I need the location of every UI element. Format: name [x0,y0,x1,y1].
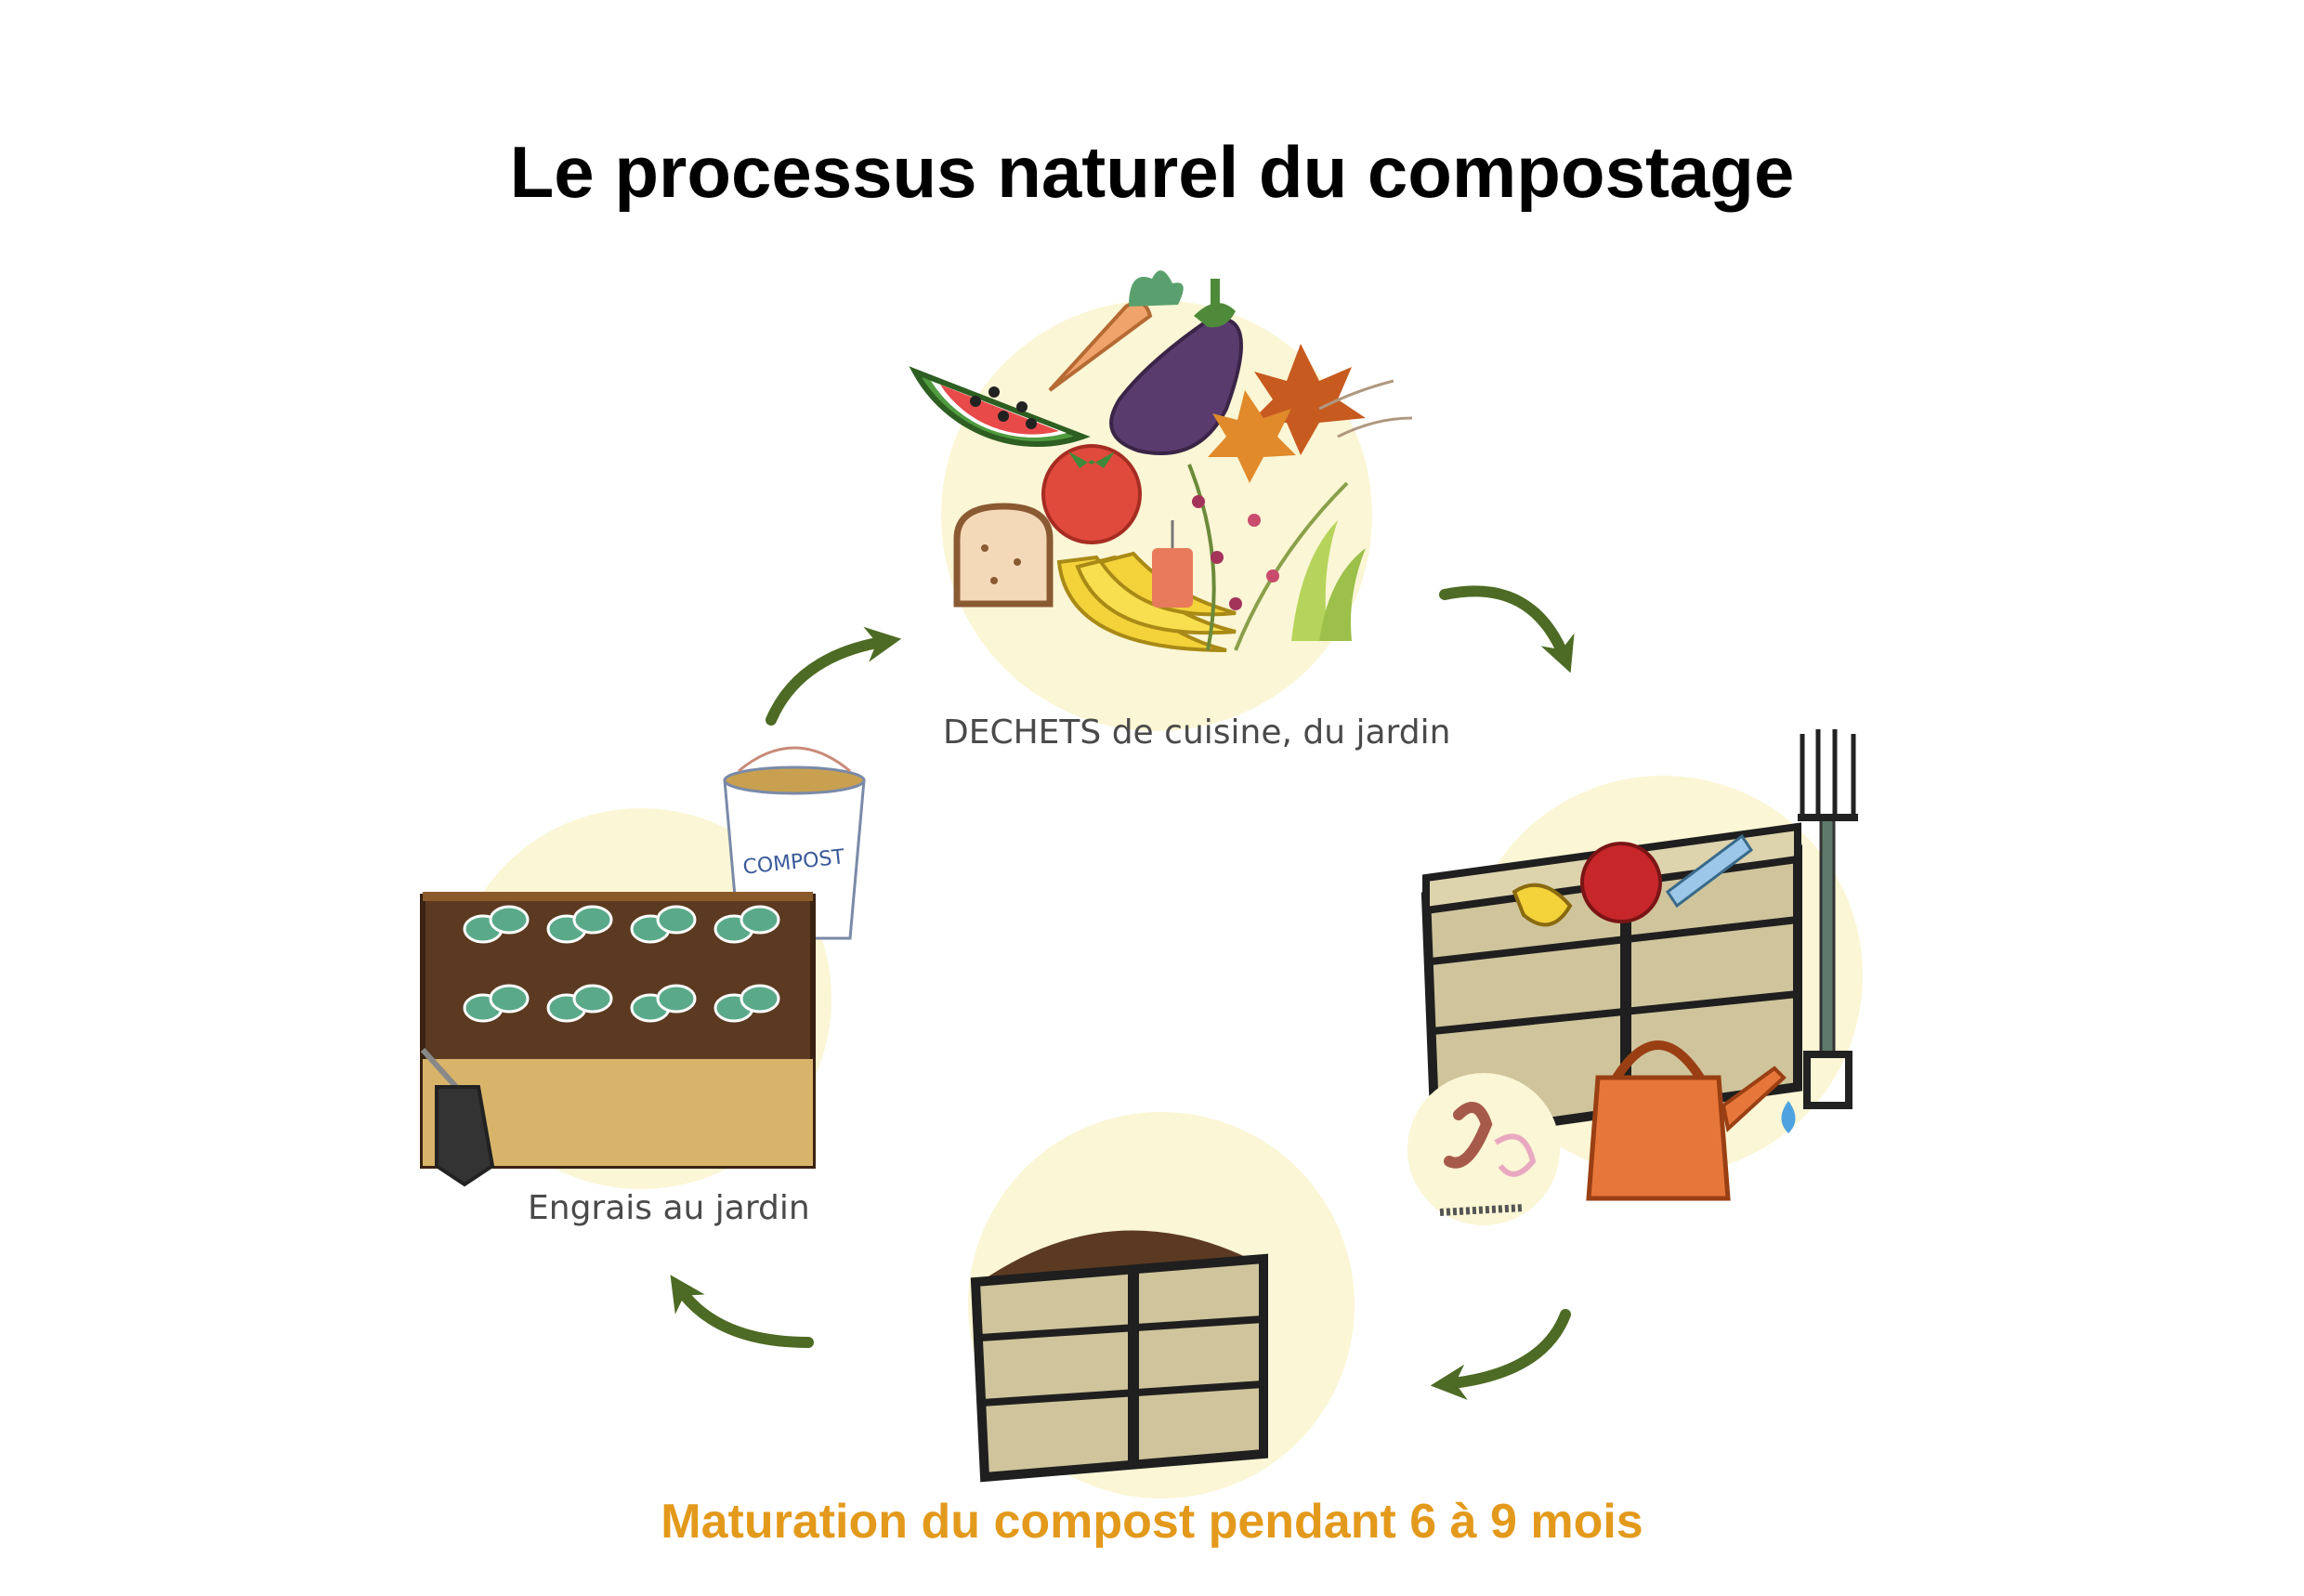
pitchfork-icon [1798,729,1858,1109]
bread-icon [953,503,1054,608]
worms-icon [1407,1073,1560,1225]
trowel-icon [420,1047,495,1187]
label-waste: DECHETS de cuisine, du jardin [943,713,1451,752]
flowers-icon [1187,379,1413,651]
arrow-bottom-left [670,1275,814,1348]
compost-bin-illustration [1407,729,1863,1225]
maturation-illustration [968,1112,1355,1498]
banana-peel-icon [1512,883,1573,927]
watermelon-icon [909,366,1091,448]
arrow-top-right [1439,585,1575,674]
seedlings-icon [463,905,780,1023]
teabag-icon [1152,520,1193,608]
leaves-icon [1208,344,1366,483]
page-title: Le processus naturel du compostage [509,131,1795,213]
watering-can-icon [1586,1040,1796,1201]
apple-icon [1580,842,1662,923]
waste-illustration [909,270,1413,731]
carrot-icon [1048,270,1184,392]
label-maturation: Maturation du compost pendant 6 à 9 mois [661,1495,1643,1549]
eggplant-icon [1109,279,1243,455]
label-garden: Engrais au jardin [528,1189,810,1227]
cycle-arrows [670,585,1575,1400]
arrow-top-left [766,626,902,726]
fish-bone-icon [1665,833,1754,909]
tomato-icon [1041,444,1142,544]
garden-illustration: COMPOST [420,746,866,1189]
arrow-bottom-right [1430,1309,1571,1400]
